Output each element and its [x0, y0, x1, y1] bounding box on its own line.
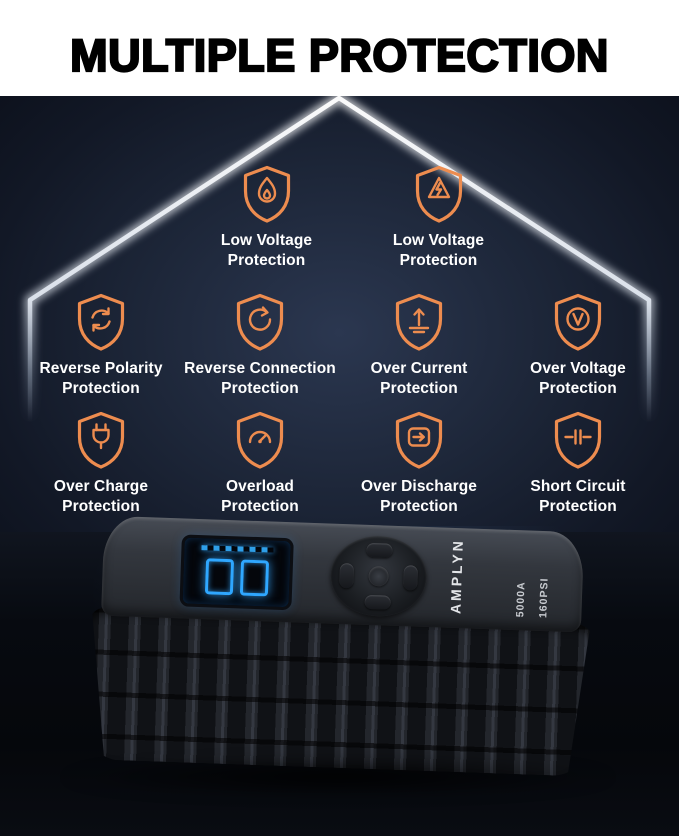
display-digits	[183, 558, 290, 598]
device-display-screen	[179, 534, 294, 611]
over-charge-shield-icon	[74, 410, 128, 470]
device-ribbed-front	[84, 607, 593, 776]
flame-shield-icon	[240, 164, 294, 224]
reverse-polarity-shield-icon	[74, 292, 128, 352]
device-top-face: AMPLYN 5000A 160PSI	[101, 515, 585, 633]
over-current-shield-icon	[392, 292, 446, 352]
up-button	[366, 542, 393, 558]
device-spec-labels: 5000A 160PSI	[514, 543, 552, 618]
jump-starter-device: AMPLYN 5000A 160PSI	[84, 515, 596, 784]
device-spec-current: 5000A	[514, 581, 528, 618]
down-button	[364, 594, 391, 610]
over-voltage-shield-icon	[551, 292, 605, 352]
short-circuit-shield-icon	[551, 410, 605, 470]
lightning-triangle-shield-icon	[412, 164, 466, 224]
device-spec-pressure: 160PSI	[537, 577, 551, 619]
left-button	[339, 562, 355, 589]
right-button	[403, 565, 418, 591]
device-shadow	[58, 756, 618, 798]
device-button-pad	[329, 534, 428, 618]
overload-shield-icon	[233, 410, 287, 470]
reverse-connection-shield-icon	[233, 292, 287, 352]
device-brand-label: AMPLYN	[447, 537, 466, 615]
display-indicator-segments	[201, 545, 274, 553]
page-title: MULTIPLE PROTECTION	[69, 29, 609, 82]
over-discharge-shield-icon	[392, 410, 446, 470]
